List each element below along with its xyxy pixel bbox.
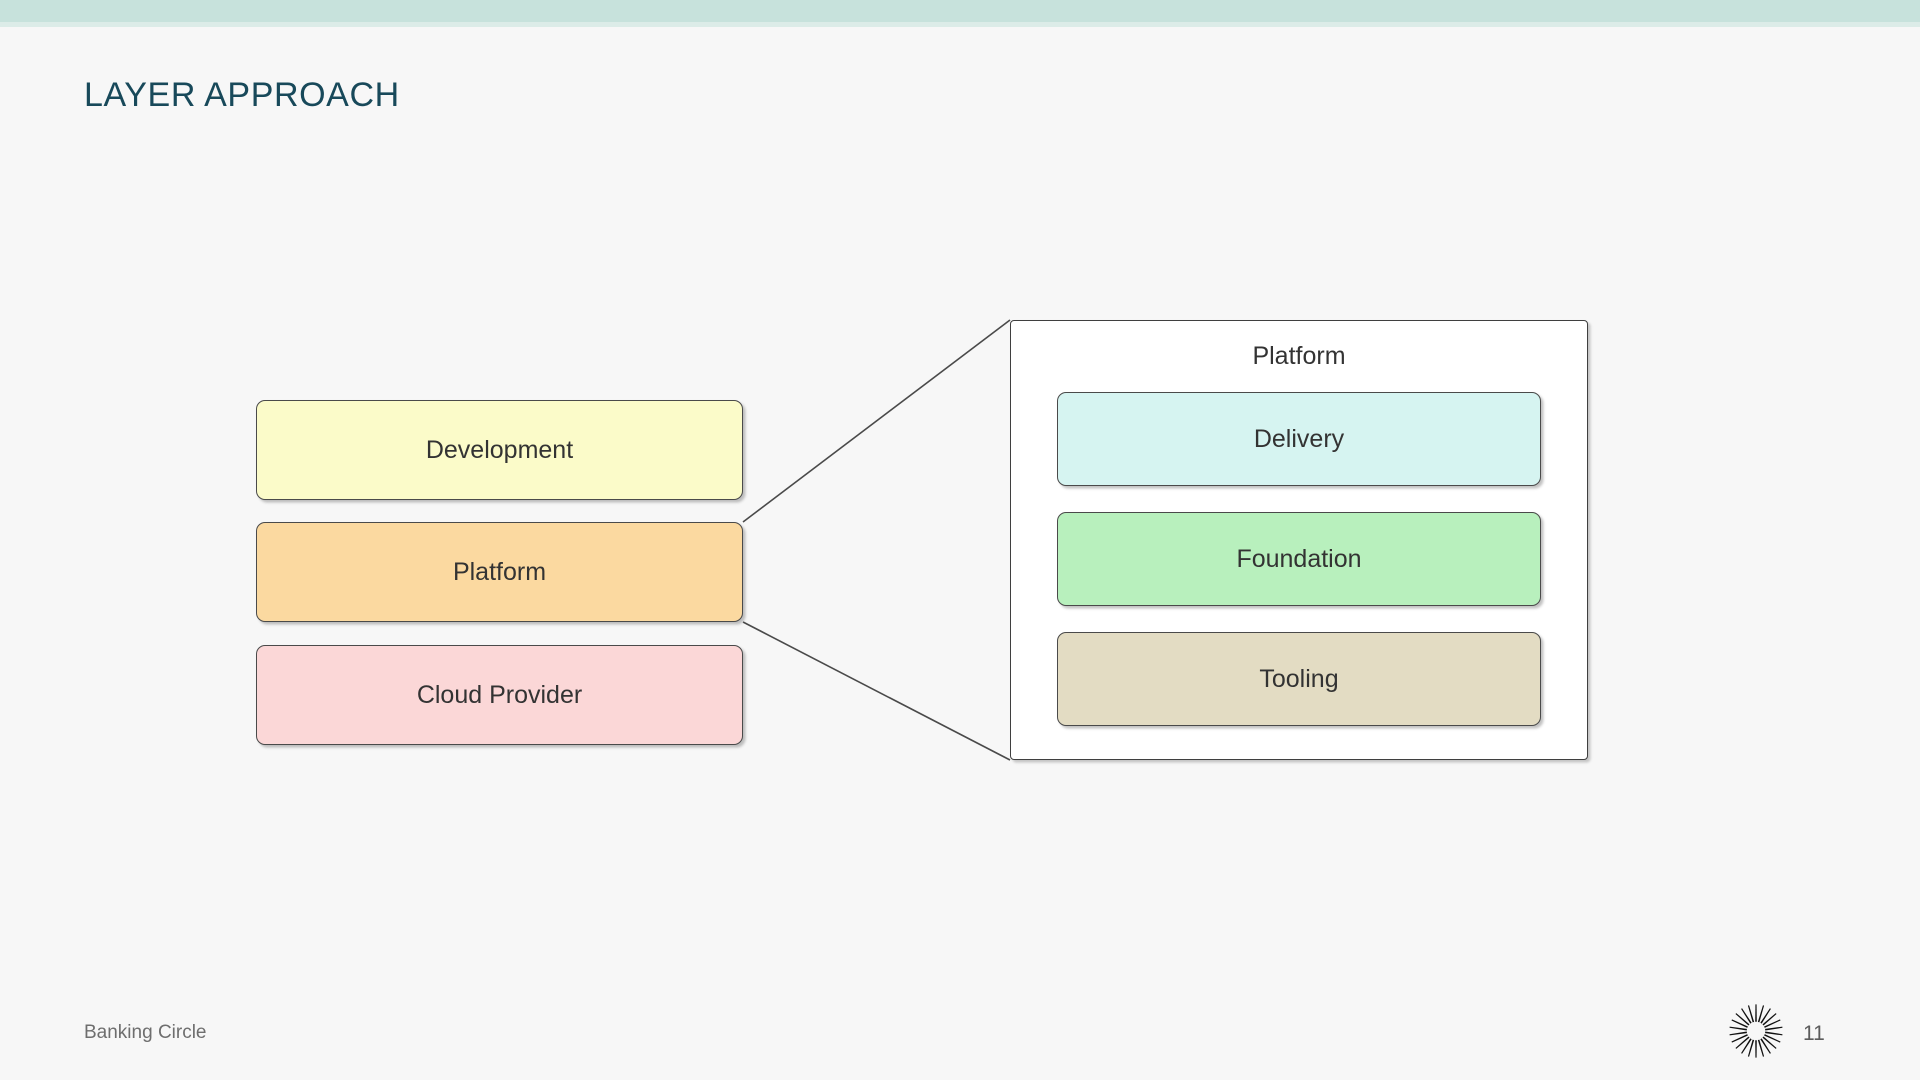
platform-item-foundation[interactable]: Foundation <box>1057 512 1541 606</box>
platform-item-label: Foundation <box>1236 544 1362 573</box>
banking-circle-sunburst-logo <box>1729 1004 1783 1058</box>
layer-label: Development <box>425 435 574 464</box>
top-accent-bar <box>0 0 1920 22</box>
layer-label: Platform <box>452 557 547 586</box>
callout-line-top <box>742 319 1011 523</box>
layer-box-cloud-provider[interactable]: Cloud Provider <box>256 645 743 745</box>
layer-box-platform[interactable]: Platform <box>256 522 743 622</box>
footer-organisation: Banking Circle <box>84 1022 207 1043</box>
page-number: 11 <box>1803 1022 1825 1045</box>
platform-detail-title: Platform <box>1252 342 1346 370</box>
layer-box-development[interactable]: Development <box>256 400 743 500</box>
platform-item-delivery[interactable]: Delivery <box>1057 392 1541 486</box>
platform-item-label: Tooling <box>1259 664 1339 693</box>
layer-label: Cloud Provider <box>416 680 583 709</box>
callout-line-bottom <box>742 621 1011 761</box>
platform-item-label: Delivery <box>1253 424 1345 453</box>
page-title: LAYER APPROACH <box>84 76 400 114</box>
platform-item-tooling[interactable]: Tooling <box>1057 632 1541 726</box>
top-accent-bar-fade <box>0 22 1920 27</box>
